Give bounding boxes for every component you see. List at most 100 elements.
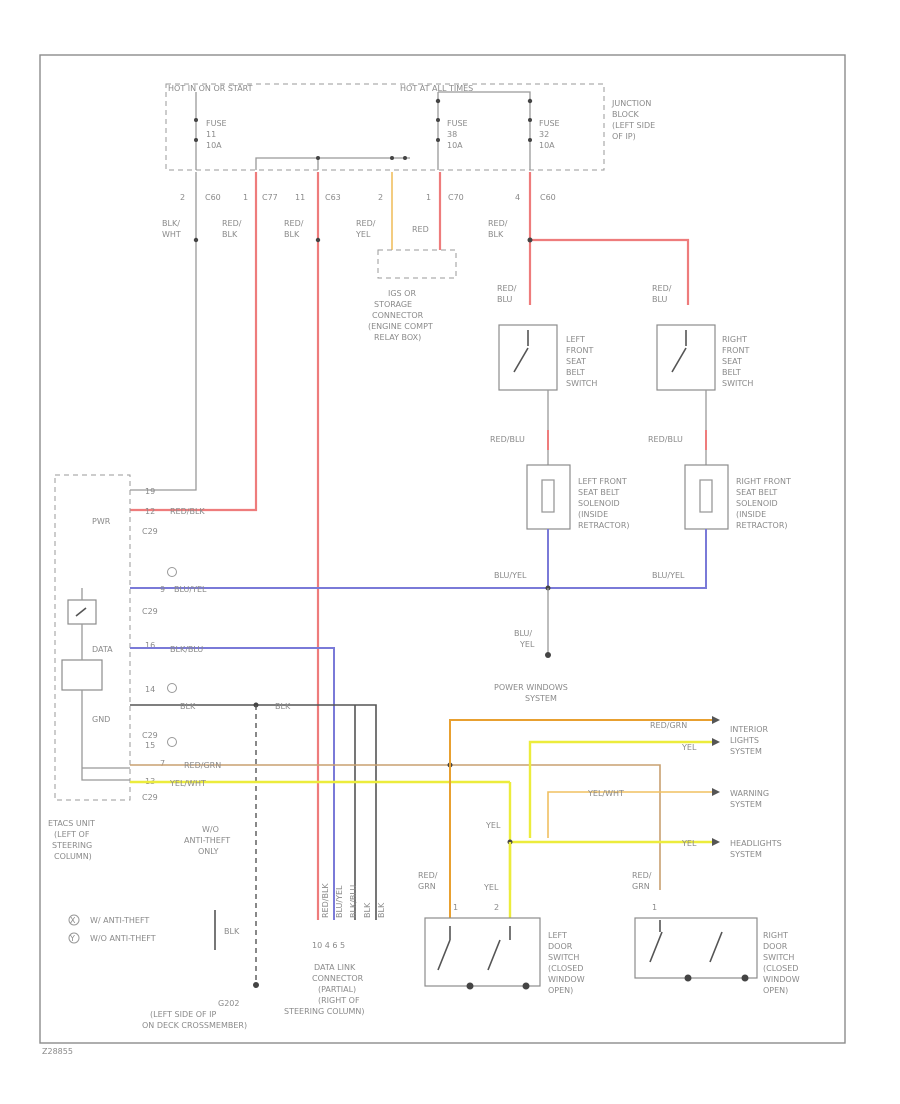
wire-red-blk3-label: RED/BLK [488, 219, 508, 239]
svg-text:WINDOW: WINDOW [548, 975, 585, 984]
fuse-38: FUSE 38 10A [447, 119, 468, 150]
connector-c70: C70 [448, 193, 464, 202]
etacs-legend-x-mark-3 [167, 737, 177, 747]
svg-text:JUNCTION: JUNCTION [611, 99, 651, 108]
wire-yel-4-label: YEL [483, 883, 499, 892]
svg-text:ONLY: ONLY [198, 847, 219, 856]
wire-red-grn-r2-label: RED/GRN [632, 871, 652, 891]
power-windows-label: POWER WINDOWS SYSTEM [494, 683, 568, 703]
pin-label-4: 2 [378, 193, 383, 202]
right-solenoid-coil [699, 479, 713, 513]
red-blk-right-wire [530, 238, 690, 305]
pin-label-2: 1 [243, 193, 248, 202]
svg-text:RED/BLK: RED/BLK [321, 883, 330, 918]
junction-splice-a [316, 156, 320, 160]
svg-text:BLK: BLK [363, 902, 372, 918]
svg-text:SYSTEM: SYSTEM [525, 694, 557, 703]
svg-text:10A: 10A [447, 141, 463, 150]
left-solenoid-label: LEFT FRONT SEAT BELT SOLENOID (INSIDE RE… [578, 477, 630, 530]
svg-text:BLK/: BLK/ [162, 219, 180, 228]
svg-text:YEL: YEL [355, 230, 371, 239]
wire-yel-wht-r-label: YEL/WHT [587, 789, 624, 798]
blu-yel-bus [130, 529, 707, 589]
svg-text:OPEN): OPEN) [548, 986, 573, 995]
left-door-switch [424, 917, 541, 987]
svg-text:RED/: RED/ [497, 284, 517, 293]
junction-splice-b [390, 156, 394, 160]
dlc-label: DATA LINK CONNECTOR (PARTIAL) (RIGHT OF … [284, 963, 365, 1016]
etacs-c29-a: C29 [142, 527, 158, 536]
svg-text:BELT: BELT [722, 368, 741, 377]
fuse-11-node-2 [194, 138, 198, 142]
svg-text:FRONT: FRONT [566, 346, 593, 355]
svg-text:YEL: YEL [519, 640, 535, 649]
svg-text:RED/: RED/ [418, 871, 438, 880]
svg-text:(LEFT OF: (LEFT OF [54, 830, 90, 839]
svg-text:BELT: BELT [566, 368, 585, 377]
svg-text:SEAT BELT: SEAT BELT [736, 488, 777, 497]
bus-splice-1 [435, 98, 441, 104]
dlc-pins: 10 4 6 5 [312, 941, 345, 950]
ground-g202-label: G202 (LEFT SIDE OF IP ON DECK CROSSMEMBE… [142, 999, 247, 1030]
blk-blu-wire [130, 647, 335, 920]
svg-text:DATA LINK: DATA LINK [314, 963, 356, 972]
svg-text:(ENGINE COMPT: (ENGINE COMPT [368, 322, 433, 331]
etacs-pin-19: 19 [145, 487, 155, 496]
legend-y-circle [68, 932, 80, 944]
svg-text:BLK: BLK [377, 902, 386, 918]
svg-text:WHT: WHT [162, 230, 181, 239]
svg-text:BLK/BLU: BLK/BLU [349, 885, 358, 918]
hot-start-label: HOT IN ON OR START [168, 84, 253, 93]
ground-g202 [253, 982, 259, 988]
svg-text:BLU: BLU [497, 295, 513, 304]
right-door-ground-b [741, 974, 749, 982]
storage-connector-label: IGS OR STORAGE CONNECTOR (ENGINE COMPT R… [368, 289, 433, 342]
yel-wht-warning-wire [547, 791, 712, 838]
svg-text:11: 11 [206, 130, 216, 139]
svg-text:ON DECK CROSSMEMBER): ON DECK CROSSMEMBER) [142, 1021, 247, 1030]
wire-red-blk2-label: RED/BLK [284, 219, 304, 239]
right-front-seat-belt-solenoid [684, 464, 729, 530]
legend-x: X [70, 916, 76, 925]
svg-text:POWER WINDOWS: POWER WINDOWS [494, 683, 568, 692]
svg-text:38: 38 [447, 130, 457, 139]
svg-text:LEFT: LEFT [548, 931, 567, 940]
etacs-pin-16: 16 [145, 641, 155, 650]
svg-text:GRN: GRN [418, 882, 436, 891]
wire-red-blu-r2-label: RED/BLU [648, 435, 683, 444]
blk-wht-wire [130, 172, 197, 491]
svg-text:RED/: RED/ [356, 219, 376, 228]
left-door-pin-1: 1 [453, 903, 458, 912]
svg-text:SYSTEM: SYSTEM [730, 747, 762, 756]
fuse-38-32-bus [437, 91, 531, 170]
left-front-switch-label: LEFT FRONT SEAT BELT SWITCH [566, 335, 597, 388]
svg-text:SYSTEM: SYSTEM [730, 850, 762, 859]
blk-wht-node [193, 237, 199, 243]
svg-text:W/O: W/O [202, 825, 219, 834]
svg-text:STORAGE: STORAGE [374, 300, 412, 309]
warning-system-label: WARNING SYSTEM [730, 789, 769, 809]
etacs-pin-14: 14 [145, 685, 155, 694]
legend-y-text: W/O ANTI-THEFT [90, 934, 156, 943]
pw-terminal [545, 652, 551, 658]
wire-red-blu-l-label: RED/BLU [497, 284, 517, 304]
svg-text:RELAY BOX): RELAY BOX) [374, 333, 421, 342]
legend-x-circle [68, 914, 80, 926]
svg-text:RIGHT: RIGHT [763, 931, 788, 940]
diagram-frame [39, 54, 846, 1044]
red-grn-interior-wire [449, 719, 712, 765]
headlights-system-label: HEADLIGHTS SYSTEM [730, 839, 782, 859]
left-door-pin-2: 2 [494, 903, 499, 912]
svg-text:DOOR: DOOR [548, 942, 573, 951]
etacs-pin-9: 9 [160, 585, 165, 594]
svg-text:(INSIDE: (INSIDE [578, 510, 608, 519]
etacs-pwr: PWR [92, 517, 111, 526]
etacs-c29-b: C29 [142, 607, 158, 616]
legend-y: Y [69, 934, 75, 943]
svg-text:IGS OR: IGS OR [388, 289, 416, 298]
svg-text:STEERING COLUMN): STEERING COLUMN) [284, 1007, 365, 1016]
etacs-legend-x-mark-2 [167, 683, 177, 693]
svg-text:(INSIDE: (INSIDE [736, 510, 766, 519]
